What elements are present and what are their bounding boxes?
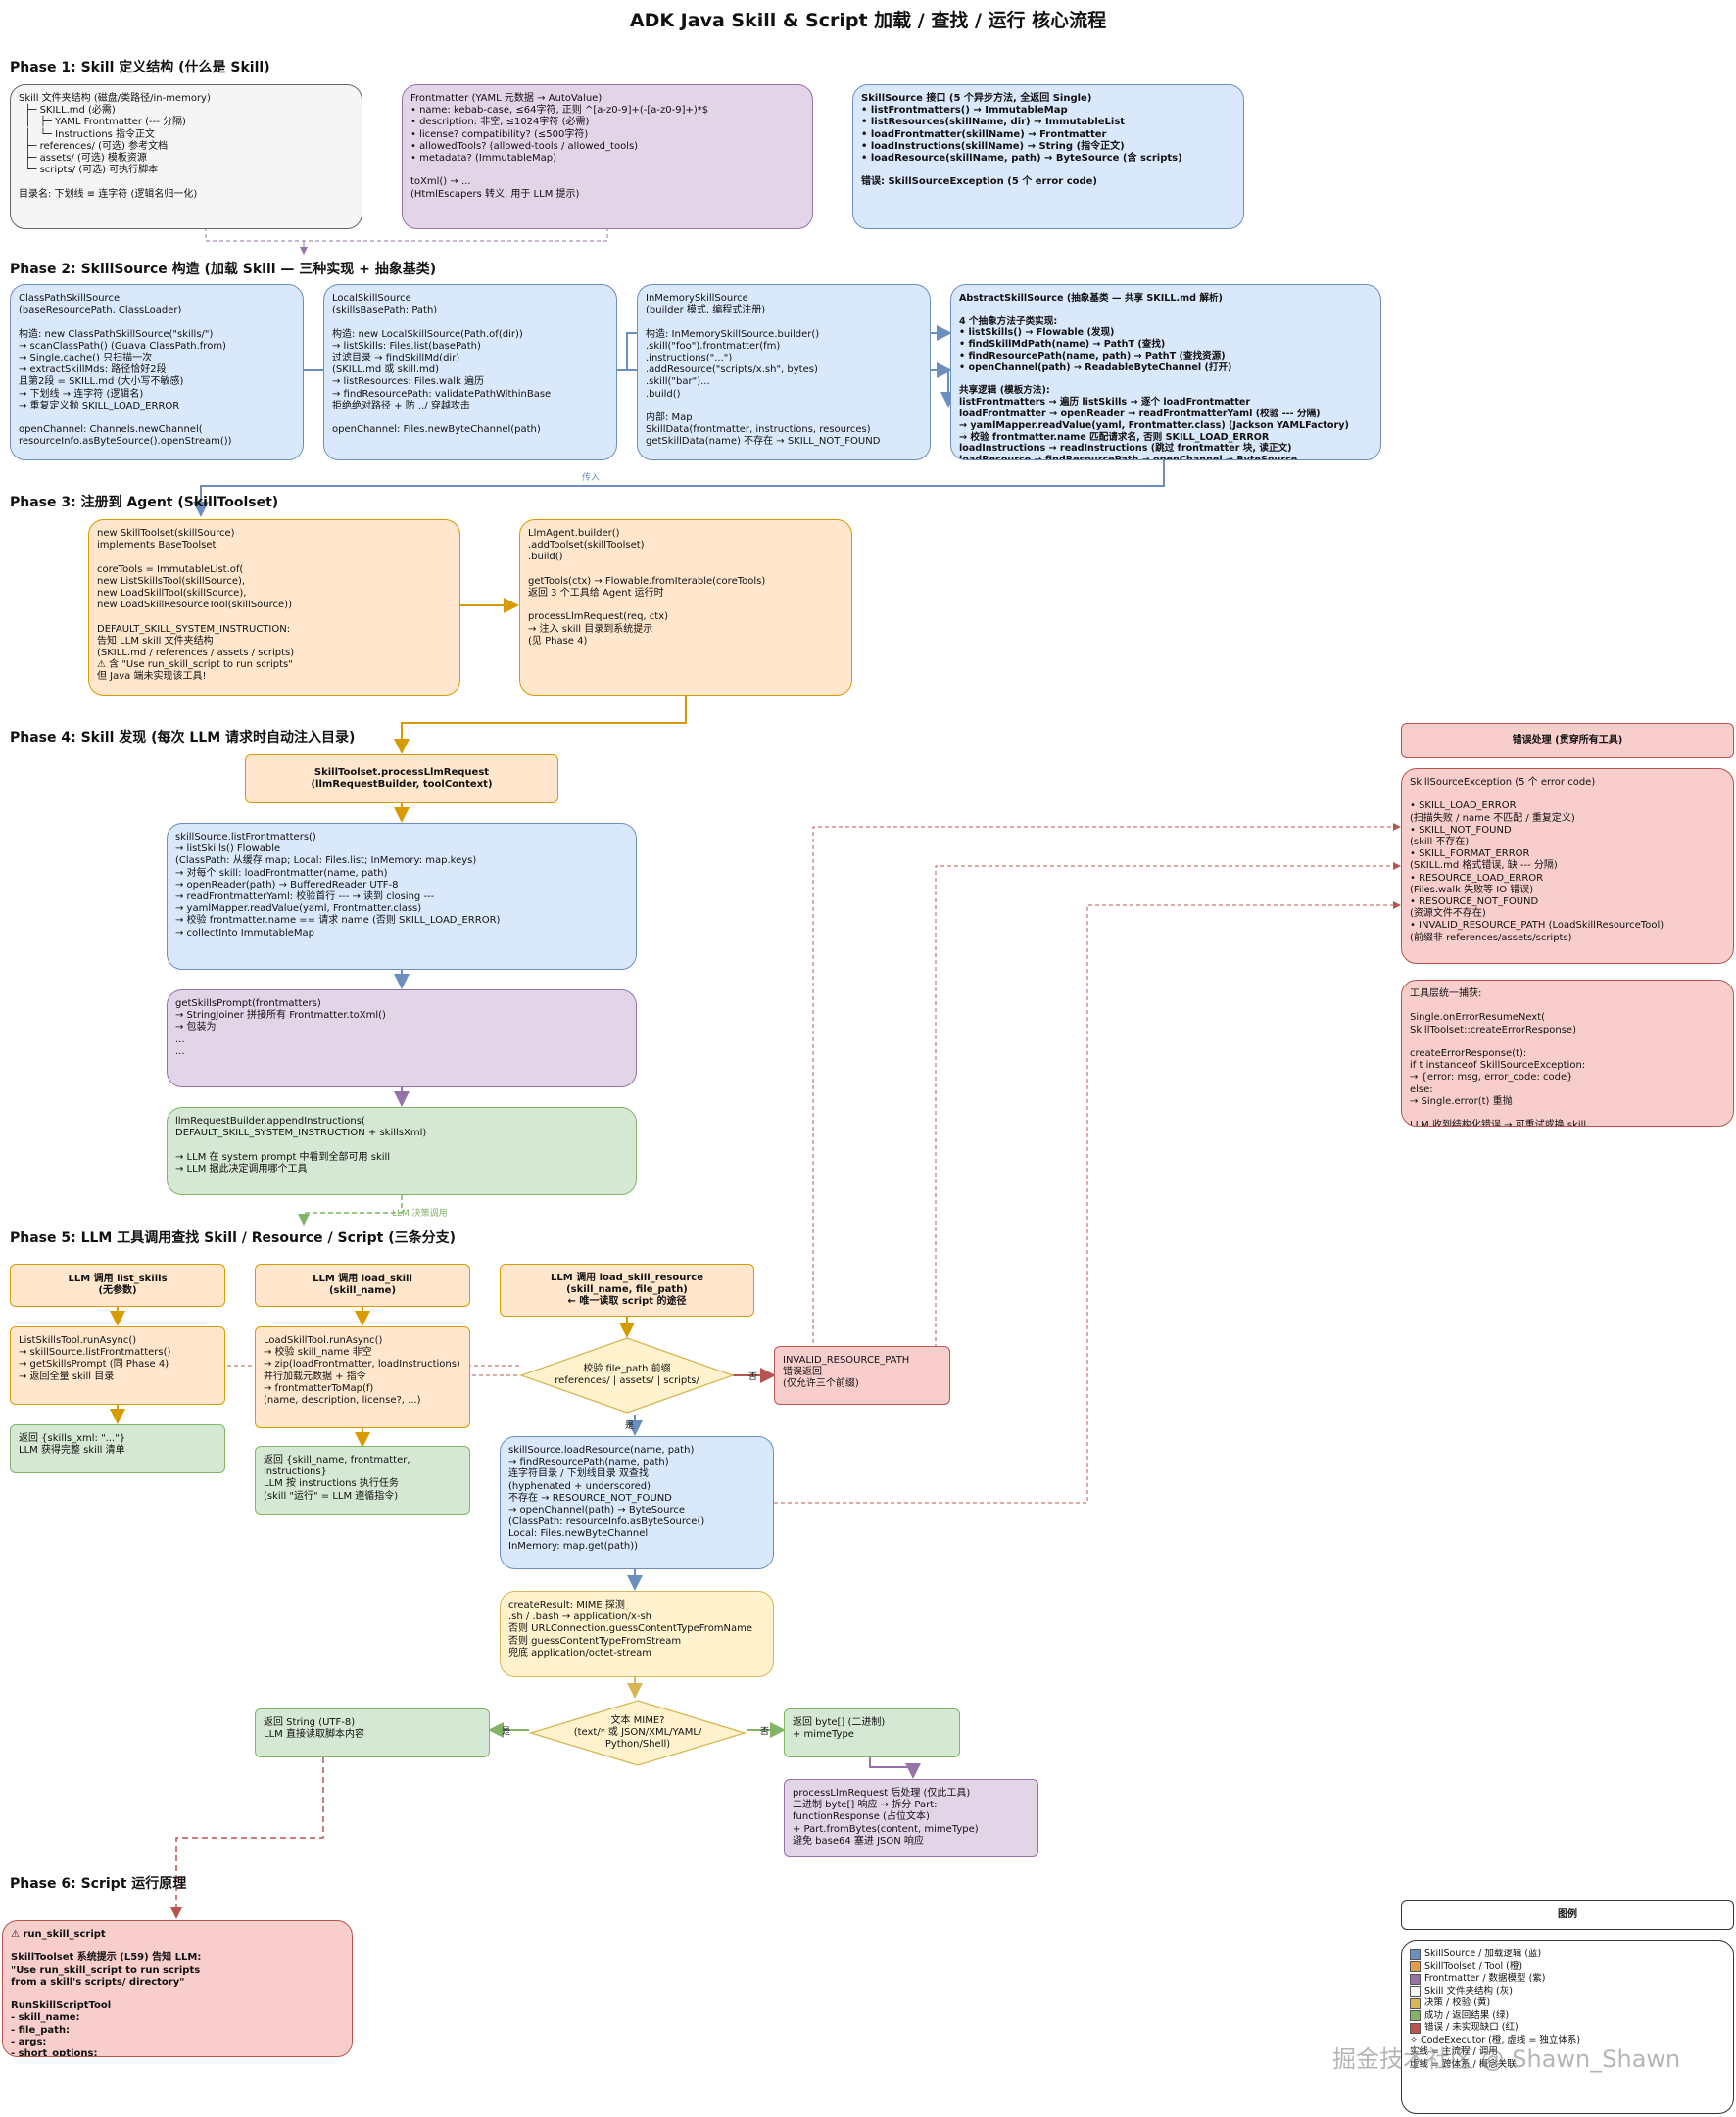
classpath-skill-source-box: ClassPathSkillSource (baseResourcePath, … (10, 284, 304, 460)
pass-in-label: 传入 (582, 473, 601, 483)
legend-item: 虚线 = 跨体系 / 概念关联 (1410, 2059, 1725, 2072)
skillsource-interface-box: SkillSource 接口 (5 个异步方法, 全返回 Single) • l… (852, 84, 1244, 229)
error-codes-box: SkillSourceException (5 个 error code) • … (1401, 768, 1734, 964)
watermark: 掘金技术社区 @ Shawn_Shawn (1332, 2045, 1681, 2073)
create-result-box: createResult: MIME 探测 .sh / .bash → appl… (500, 1591, 774, 1677)
error-catch-box: 工具层统一捕获: Single.onErrorResumeNext( Skill… (1401, 980, 1734, 1127)
legend-box: SkillSource / 加载逻辑 (蓝)SkillToolset / Too… (1401, 1940, 1734, 2114)
load-skill-return-box: 返回 {skill_name, frontmatter, instruction… (255, 1446, 470, 1515)
legend-label: Frontmatter / 数据模型 (紫) (1424, 1973, 1546, 1985)
legend-swatch (1410, 1961, 1421, 1973)
legend-label: 决策 / 校验 (黄) (1424, 1997, 1491, 2009)
phase5-heading: Phase 5: LLM 工具调用查找 Skill / Resource / S… (10, 1230, 456, 1246)
legend-swatch (1410, 2010, 1421, 2022)
return-string-box: 返回 String (UTF-8) LLM 直接读取脚本内容 (255, 1708, 490, 1757)
llm-call-load-resource-box: LLM 调用 load_skill_resource (skill_name, … (500, 1264, 754, 1317)
legend-item: ✧ CodeExecutor (橙, 虚线 = 独立体系) (1410, 2035, 1725, 2047)
legend-label: 虚线 = 跨体系 / 概念关联 (1410, 2058, 1517, 2070)
post-process-box: processLlmRequest 后处理 (仅此工具) 二进制 byte[] … (784, 1779, 1038, 1857)
legend-title: 图例 (1401, 1900, 1734, 1930)
legend-label: SkillSource / 加载逻辑 (蓝) (1424, 1949, 1542, 1960)
invalid-to-errors-2 (935, 862, 1401, 1375)
list-skills-return-box: 返回 {skills_xml: "..."} LLM 获得完整 skill 清单 (10, 1424, 225, 1473)
path-check-diamond-label: 校验 file_path 前缀 references/ | assets/ | … (555, 1364, 699, 1386)
invalid-resource-path-box: INVALID_RESOURCE_PATH 错误返回 (仅允许三个前缀) (774, 1346, 950, 1405)
append-to-phase5 (298, 1195, 403, 1226)
legend-swatch (1410, 2022, 1421, 2034)
abstract-to-toolset (193, 460, 1165, 517)
load-resource-box: skillSource.loadResource(name, path) → f… (500, 1436, 774, 1569)
return-bytes-box: 返回 byte[] (二进制) + mimeType (784, 1708, 960, 1757)
legend-label: 错误 / 未实现缺口 (红) (1424, 2022, 1519, 2034)
legend-item: SkillSource / 加载逻辑 (蓝) (1410, 1949, 1725, 1961)
legend-swatch (1410, 1997, 1421, 2009)
loadresource-to-errors (774, 901, 1401, 1504)
legend-item: 成功 / 返回结果 (绿) (1410, 2010, 1725, 2023)
process-llm-request-box: SkillToolset.processLlmRequest (llmReque… (245, 754, 558, 803)
legend-item: SkillToolset / Tool (橙) (1410, 1961, 1725, 1974)
llm-decide-label: LLM 决策调用 (392, 1209, 448, 1219)
page-title: ADK Java Skill & Script 加载 / 查找 / 运行 核心流… (629, 10, 1107, 31)
skill-folder-box: Skill 文件夹结构 (磁盘/类路径/in-memory) ├─ SKILL.… (10, 84, 362, 229)
phase1-link (205, 227, 608, 242)
inmemory-skill-source-box: InMemorySkillSource (builder 模式, 编程式注册) … (637, 284, 931, 460)
phase2-heading: Phase 2: SkillSource 构造 (加载 Skill — 三种实现… (10, 262, 437, 277)
llm-agent-box: LlmAgent.builder() .addToolset(skillTool… (519, 519, 852, 696)
legend-item: 实线 = 主流程 / 调用 (1410, 2046, 1725, 2059)
legend-label: 实线 = 主流程 / 调用 (1410, 2046, 1498, 2058)
legend-swatch (1410, 1986, 1421, 1997)
frontmatter-box: Frontmatter (YAML 元数据 → AutoValue) • nam… (402, 84, 813, 229)
agent-to-process (394, 696, 687, 754)
bytes-to-post (869, 1757, 921, 1779)
legend-swatch (1410, 1973, 1421, 1985)
legend-label: SkillToolset / Tool (橙) (1424, 1960, 1523, 1972)
list-frontmatters-box: skillSource.listFrontmatters() → listSki… (167, 823, 637, 970)
legend-item: Skill 文件夹结构 (灰) (1410, 1986, 1725, 1998)
yes-label-path: 是 (625, 1421, 635, 1431)
abstract-skill-source-box: AbstractSkillSource (抽象基类 — 共享 SKILL.md … (950, 284, 1381, 460)
mime-check-diamond-label: 文本 MIME? (text/* 或 JSON/XML/YAML/ Python… (573, 1715, 702, 1750)
legend-label: ✧ CodeExecutor (橙, 虚线 = 独立体系) (1410, 2034, 1581, 2045)
phase3-heading: Phase 3: 注册到 Agent (SkillToolset) (10, 495, 279, 510)
no-label-path: 否 (748, 1372, 758, 1382)
legend-item: 错误 / 未实现缺口 (红) (1410, 2022, 1725, 2035)
phase6-heading: Phase 6: Script 运行原理 (10, 1876, 187, 1892)
invalid-to-errors (812, 823, 1401, 1350)
inmemory-to-abstract (929, 369, 956, 408)
legend-item: 决策 / 校验 (黄) (1410, 1997, 1725, 2010)
local-skill-source-box: LocalSkillSource (skillsBasePath: Path) … (323, 284, 617, 460)
list-skills-run-box: ListSkillsTool.runAsync() → skillSource.… (10, 1326, 225, 1405)
legend-item: Frontmatter / 数据模型 (紫) (1410, 1973, 1725, 1986)
mime-check-diamond (529, 1700, 747, 1766)
path-check-diamond (519, 1337, 735, 1414)
append-instructions-box: llmRequestBuilder.appendInstructions( DE… (167, 1107, 637, 1195)
string-to-runscript (170, 1757, 324, 1919)
llm-call-list-skills-box: LLM 调用 list_skills (无参数) (10, 1264, 225, 1307)
phase4-heading: Phase 4: Skill 发现 (每次 LLM 请求时自动注入目录) (10, 730, 356, 746)
load-skill-run-box: LoadSkillTool.runAsync() → 校验 skill_name… (255, 1326, 470, 1428)
llm-call-load-skill-box: LLM 调用 load_skill (skill_name) (255, 1264, 470, 1307)
legend-label: 成功 / 返回结果 (绿) (1424, 2009, 1510, 2021)
legend-list: SkillSource / 加载逻辑 (蓝)SkillToolset / Too… (1410, 1949, 1725, 2071)
yes-label-mime: 是 (502, 1727, 511, 1737)
legend-label: Skill 文件夹结构 (灰) (1424, 1985, 1513, 1997)
phase1-heading: Phase 1: Skill 定义结构 (什么是 Skill) (10, 60, 270, 75)
legend-swatch (1410, 1949, 1421, 1960)
skill-toolset-box: new SkillToolset(skillSource) implements… (88, 519, 460, 696)
run-skill-script-box: ⚠ run_skill_script SkillToolset 系统提示 (L5… (2, 1920, 353, 2057)
get-skills-prompt-box: getSkillsPrompt(frontmatters) → StringJo… (167, 989, 637, 1087)
no-label-mime: 否 (760, 1727, 770, 1737)
error-handling-header: 错误处理 (贯穿所有工具) (1401, 723, 1734, 758)
